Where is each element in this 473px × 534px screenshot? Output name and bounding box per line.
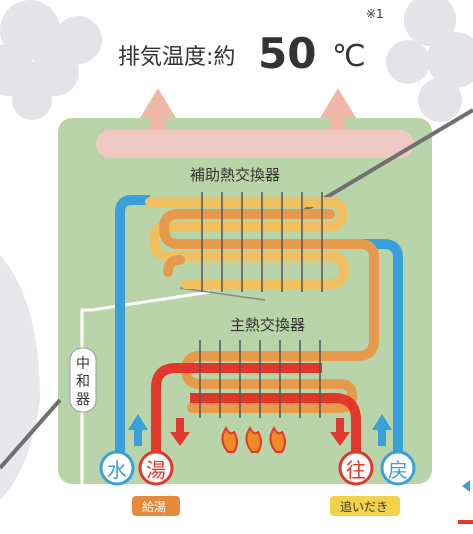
hot-pipe-right: [190, 393, 361, 460]
burner-flames: [221, 426, 286, 453]
right-edge-partial-icon: [458, 480, 473, 524]
secondary-exchanger-label: 補助熱交換器: [190, 166, 280, 184]
port-water-label: 水: [107, 458, 127, 482]
inflow-arrow-return: [372, 414, 392, 446]
port-hot-circle: [138, 450, 174, 486]
outflow-arrow-hot: [170, 418, 190, 446]
left-housing-arc: [0, 255, 40, 500]
cold-pipe-right: [360, 239, 403, 460]
neutralizer-capsule: [69, 347, 97, 413]
exhaust-temperature-prefix: 排気温度:約: [118, 45, 235, 70]
port-outgoing-label: 往: [346, 458, 366, 482]
exhaust-arrow-right: [320, 88, 356, 142]
hot-pipe-left: [151, 363, 322, 460]
steam-cloud-left: [0, 0, 102, 120]
tag-hot-water-supply: 給湯: [142, 500, 166, 514]
tag-hot-water-bg: [132, 496, 180, 516]
inflow-arrow-water: [128, 414, 148, 446]
port-hot-label: 湯: [146, 458, 166, 482]
footnote-mark: ※1: [366, 7, 384, 21]
port-return-circle: [380, 450, 416, 486]
outflow-arrow-outgoing: [330, 418, 350, 446]
secondary-fins: [201, 192, 323, 292]
port-outgoing-circle: [338, 450, 374, 486]
cold-pipe-left: [115, 195, 150, 460]
leader-line-right: [303, 108, 473, 212]
tag-reheat: 追いだき: [340, 499, 388, 514]
port-water-circle: [99, 450, 135, 486]
exhaust-duct: [96, 130, 414, 158]
exhaust-arrow-left: [140, 88, 176, 142]
neutralizer-char-3: 器: [76, 392, 90, 408]
neutralizer-char-2: 和: [76, 374, 90, 390]
primary-exchanger-label: 主熱交換器: [230, 316, 305, 334]
exhaust-temperature-value: 50: [258, 29, 316, 78]
neutralizer-char-1: 中: [76, 356, 90, 372]
port-return-label: 戻: [388, 458, 408, 482]
divider-line: [179, 287, 266, 301]
primary-coil: [163, 255, 185, 277]
exhaust-temperature-unit: ℃: [332, 39, 366, 74]
leader-line-left: [0, 398, 62, 470]
steam-cloud-right: [386, 0, 473, 122]
secondary-coil: [145, 197, 350, 289]
orange-coil-loop: [158, 209, 379, 413]
tag-reheat-bg: [330, 496, 400, 516]
primary-fins: [199, 340, 321, 418]
